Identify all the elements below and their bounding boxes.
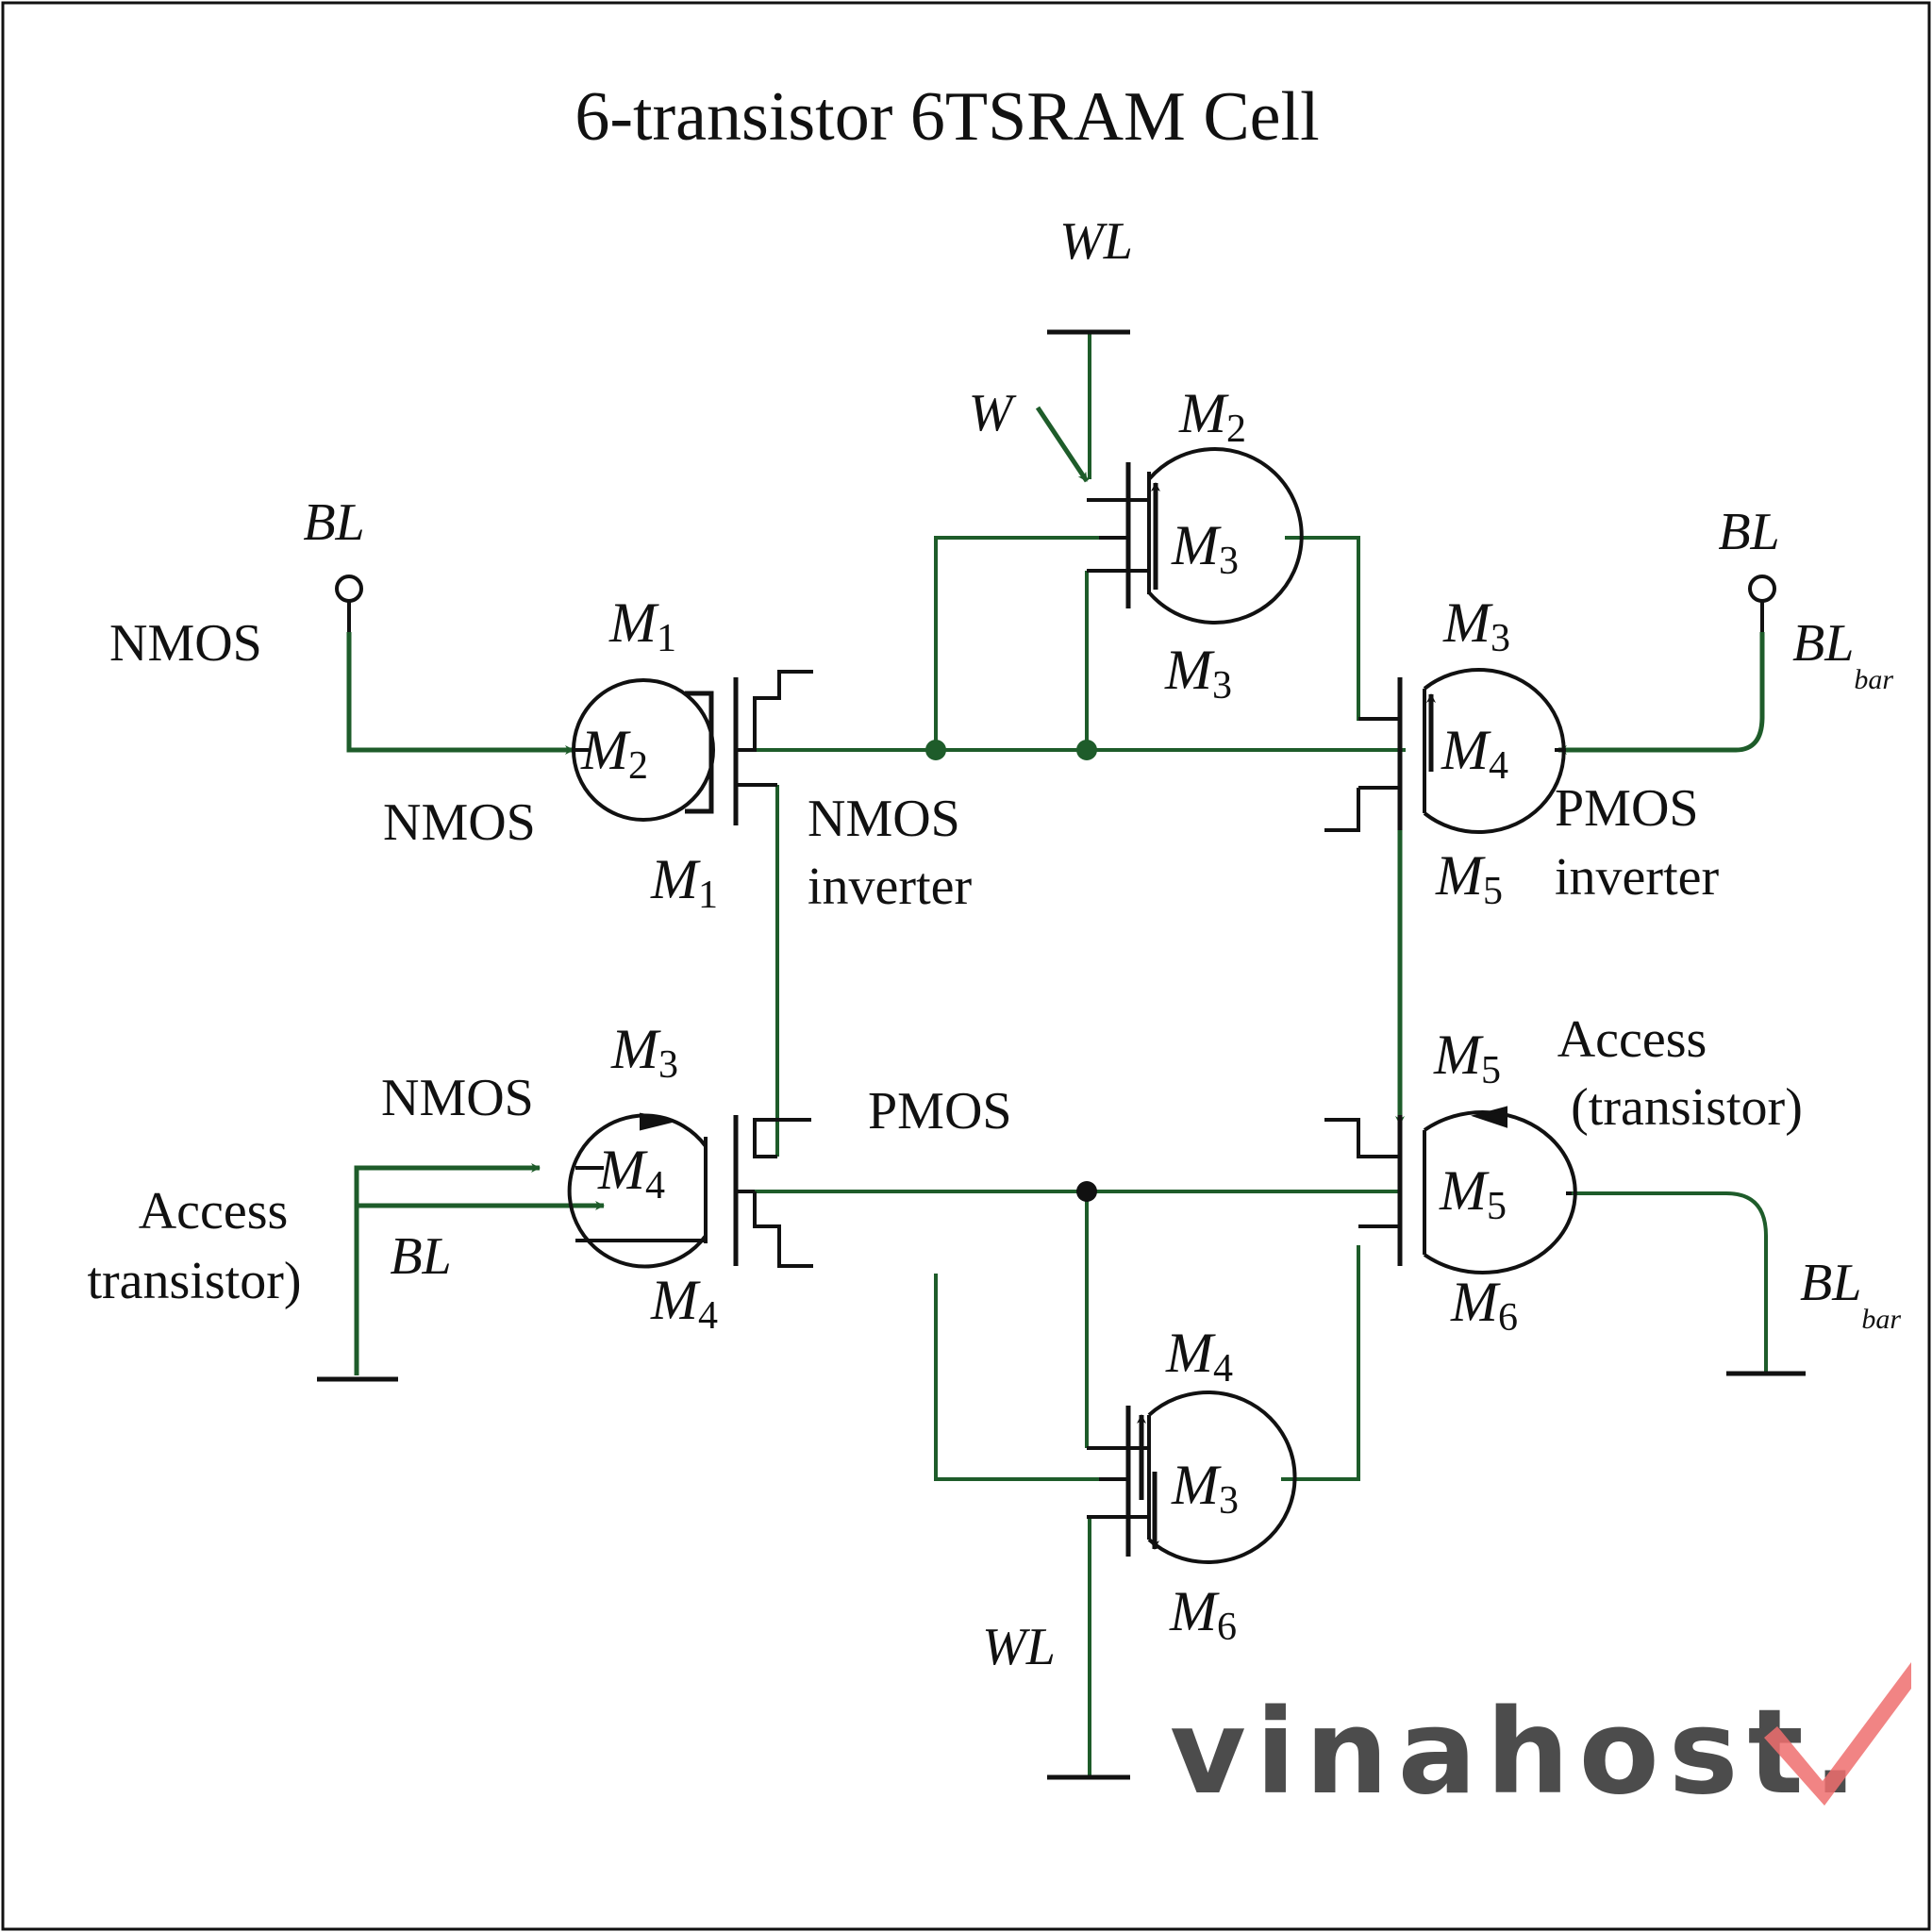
label-bl-left-lower: BL: [390, 1227, 451, 1286]
label-nmos-left-bottom: NMOS: [383, 793, 536, 852]
label-m4-bottom-top: M4: [1165, 1322, 1233, 1391]
diagram-title: 6-transistor 6TSRAM Cell: [575, 78, 1319, 156]
bl-terminal-right: [1748, 575, 1776, 603]
wire-bottom-right: [1281, 1245, 1360, 1481]
wire-bl-right-upper: [1557, 632, 1765, 755]
label-nmos-left-top: NMOS: [109, 614, 262, 673]
wire-w-arrow: [1035, 406, 1090, 483]
label-m3-inside-bottom: M3: [1171, 1454, 1239, 1523]
label-bl-left-upper: BL: [303, 493, 364, 552]
label-top-m3-inside: M3: [1171, 514, 1239, 583]
check-icon: [1764, 1662, 1911, 1806]
label-m1-top: M1: [608, 591, 676, 660]
junction-dot: [1076, 1181, 1097, 1202]
label-nmos-left-lower: NMOS: [381, 1069, 534, 1127]
label-m3-left-lower: M3: [610, 1018, 678, 1087]
label-pmos-inverter-2: inverter: [1555, 848, 1719, 907]
bl-terminal-left: [335, 575, 363, 603]
label-m4-left-lower-bottom: M4: [650, 1269, 718, 1338]
label-m6-bottom: M6: [1169, 1580, 1237, 1649]
label-nmos-inverter-1: NMOS: [808, 790, 960, 848]
label-bl-right-upper: BL: [1718, 503, 1779, 561]
wire-bottom-gate-left: [934, 1274, 1099, 1481]
symbols: [317, 329, 1806, 1780]
label-m1-bottom: M1: [650, 848, 718, 917]
wires: [346, 332, 1768, 1775]
label-top-m2: M2: [1178, 382, 1246, 451]
label-access-left-1: Access: [139, 1182, 289, 1241]
transistor-top: [1087, 447, 1304, 625]
label-m2-inside-left: M2: [580, 719, 648, 788]
wire-blbar-right-lower: [1566, 1191, 1768, 1374]
label-m5-inside-right-lower: M5: [1439, 1159, 1507, 1228]
label-access-right-1: Access: [1557, 1010, 1707, 1069]
label-m5-right-lower-top: M5: [1433, 1024, 1501, 1092]
junction-dot: [925, 740, 946, 760]
label-wl-bottom: WL: [982, 1618, 1056, 1676]
transistor-bottom: [1087, 1391, 1297, 1564]
label-pmos-inverter-1: PMOS: [1555, 779, 1699, 838]
wire-left-access-a: [354, 1163, 541, 1375]
transistor-right-upper: [1324, 668, 1566, 834]
label-blbar-right-lower: BLbar: [1800, 1254, 1901, 1335]
vinahost-watermark: vinahost.: [1170, 1662, 1911, 1821]
label-m4-inside-left-lower: M4: [597, 1139, 665, 1208]
transistor-left-lower: [567, 1112, 813, 1269]
label-m6-right-lower-bottom: M6: [1450, 1271, 1518, 1340]
wire-top-right: [1285, 536, 1396, 721]
label-wl-top: WL: [1059, 212, 1133, 271]
label-m5-right-below: M5: [1435, 844, 1503, 913]
label-w: W: [969, 384, 1017, 442]
label-access-right-2: (transistor): [1571, 1078, 1803, 1137]
wire-top-gate-left: [934, 536, 1099, 750]
label-m4-inside-right: M4: [1441, 719, 1508, 788]
transistor-left-upper: [572, 670, 813, 825]
transistor-right-lower: [1324, 1106, 1577, 1274]
label-access-left-2: transistor): [87, 1252, 301, 1310]
wire-bl-left-upper: [346, 632, 575, 755]
label-blbar-right-upper: BLbar: [1792, 614, 1893, 695]
watermark-text: vinahost.: [1170, 1685, 1867, 1821]
junction-dot: [1076, 740, 1097, 760]
label-top-m3-below: M3: [1164, 639, 1232, 708]
label-pmos-middle: PMOS: [868, 1082, 1012, 1141]
label-m3-right-upper: M3: [1442, 591, 1510, 660]
label-nmos-inverter-2: inverter: [808, 858, 972, 916]
